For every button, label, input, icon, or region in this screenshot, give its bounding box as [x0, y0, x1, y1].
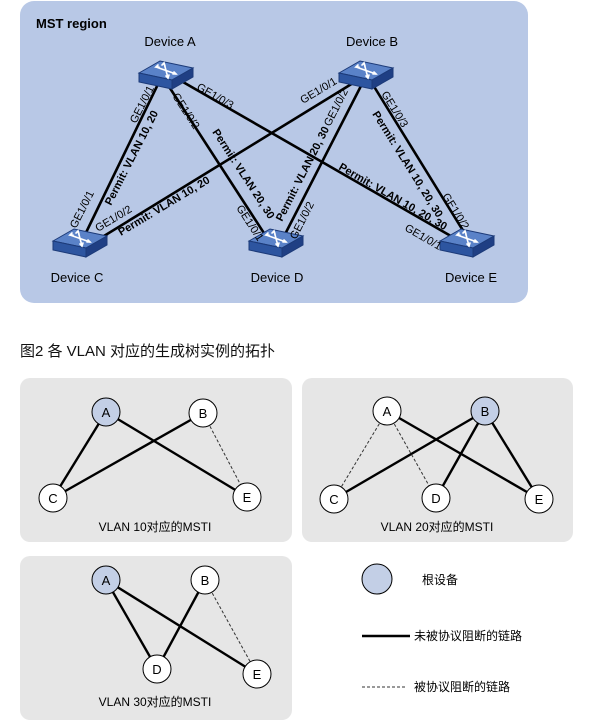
msti20-link-a-e: [386, 409, 540, 501]
msti30-caption: VLAN 30对应的MSTI: [99, 694, 212, 709]
msti10-node-a-root: [91, 397, 121, 427]
msti30-node-e: [242, 659, 272, 689]
msti30-link-a-d: [104, 579, 159, 670]
msti20-link-b-c: [333, 409, 486, 501]
msti10-node-a-label: A: [102, 405, 111, 420]
link-a-e: [174, 76, 465, 245]
msti10-link-a-c: [51, 411, 108, 499]
link-a-c: [78, 78, 162, 247]
msti20-node-e-label: E: [535, 492, 544, 507]
msti20-node-d: [421, 483, 451, 513]
legend-blocked-link-label: 被协议阻断的链路: [414, 679, 510, 694]
figure-caption: 图2 各 VLAN 对应的生成树实例的拓扑: [20, 343, 276, 360]
msti10-node-b: [188, 398, 218, 428]
msti10-caption: VLAN 10对应的MSTI: [99, 519, 212, 534]
msti20-caption: VLAN 20对应的MSTI: [381, 519, 494, 534]
msti30-node-b-label: B: [201, 573, 210, 588]
msti20-link-b-d: [434, 410, 487, 499]
device-e-label: Device E: [445, 270, 497, 285]
msti-vlan20-panel: A B C D E VLAN 20对应的MSTI: [302, 378, 573, 542]
legend: 根设备 未被协议阻断的链路 被协议阻断的链路: [361, 563, 522, 694]
msti20-node-a: [372, 396, 402, 426]
msti20-node-a-label: A: [383, 404, 392, 419]
mst-region-background: [20, 1, 528, 303]
msti20-node-c-label: C: [329, 492, 338, 507]
msti20-node-d-label: D: [431, 491, 440, 506]
msti10-link-b-e-blocked: [202, 412, 248, 498]
msti10-node-e: [232, 482, 262, 512]
link-b-e: [368, 78, 472, 244]
device-c-label: Device C: [51, 270, 104, 285]
msti-vlan30-panel: A B D E VLAN 30对应的MSTI: [20, 556, 292, 720]
msti20-node-e: [524, 484, 554, 514]
device-b-label: Device B: [346, 34, 398, 49]
msti30-node-d-label: D: [152, 662, 161, 677]
link-b-c: [84, 78, 360, 249]
msti20-node-b-label: B: [481, 404, 490, 419]
device-d-label: Device D: [251, 270, 304, 285]
msti10-node-e-label: E: [243, 490, 252, 505]
msti10-node-b-label: B: [199, 406, 208, 421]
legend-active-link-label: 未被协议阻断的链路: [414, 628, 522, 643]
mst-region-diagram: MST region Device A Device B Device C De…: [20, 1, 528, 303]
legend-root-label: 根设备: [422, 573, 458, 587]
link-a-d: [164, 80, 273, 246]
msti30-node-d: [142, 654, 172, 684]
msti20-link-a-c-blocked: [333, 410, 388, 500]
device-a-label: Device A: [144, 34, 196, 49]
msti10-link-b-c: [52, 411, 204, 500]
msti30-link-b-d: [155, 579, 207, 670]
msti30-node-a-root: [91, 565, 121, 595]
msti20-link-a-d-blocked: [386, 410, 437, 499]
msti30-link-a-e: [105, 578, 258, 676]
msti10-link-a-e: [105, 410, 248, 499]
msti30-node-a-label: A: [102, 573, 111, 588]
legend-root-symbol: [361, 563, 393, 595]
msti30-node-b: [190, 565, 220, 595]
msti20-link-b-e: [483, 410, 541, 500]
link-b-d: [277, 80, 365, 248]
msti20-node-b-root: [470, 396, 500, 426]
msti20-node-c: [319, 484, 349, 514]
msti-vlan10-panel: A B C E VLAN 10对应的MSTI: [20, 378, 292, 542]
msti10-node-c: [38, 483, 68, 513]
mst-region-title: MST region: [36, 16, 107, 31]
msti10-node-c-label: C: [48, 491, 57, 506]
msti30-link-b-e-blocked: [204, 579, 258, 675]
msti30-node-e-label: E: [253, 667, 262, 682]
